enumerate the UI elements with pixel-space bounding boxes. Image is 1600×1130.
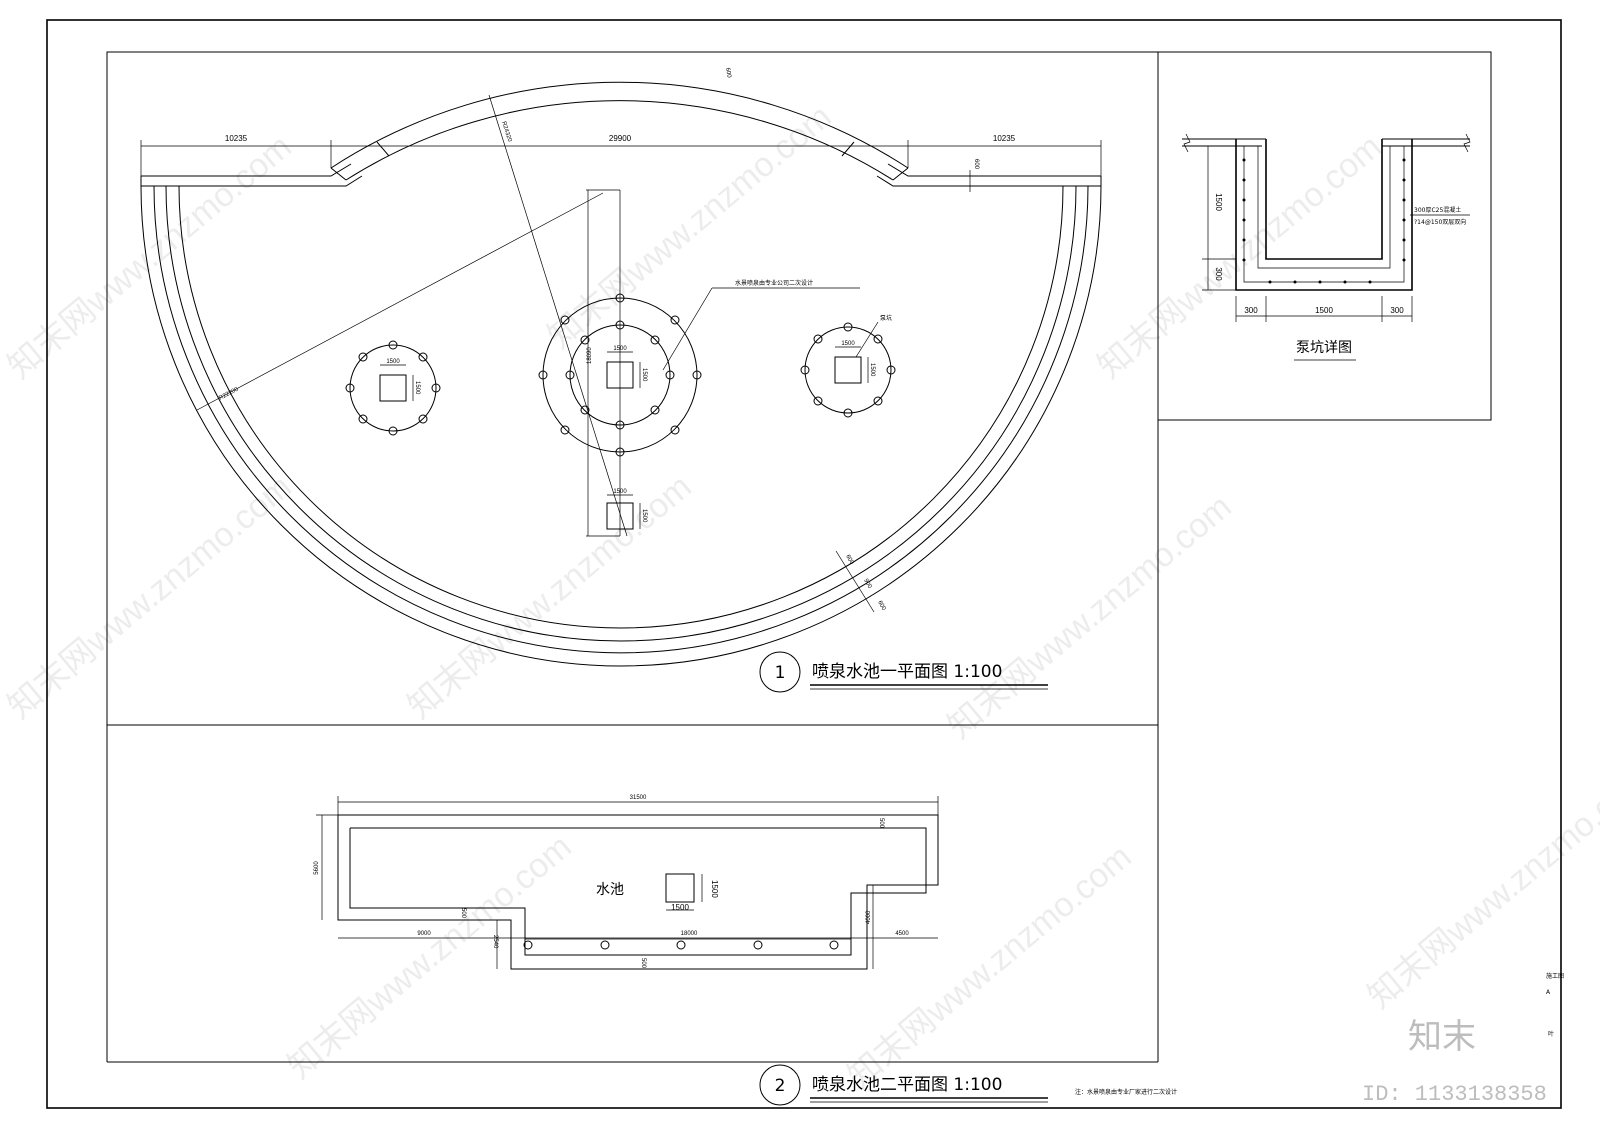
plan1-drawing: 10235 29900 10235 600 600 R24320 R22200 … <box>140 67 1102 693</box>
dim-total-width: 31500 <box>630 795 647 801</box>
detail-title: 泵坑详图 <box>1296 340 1352 356</box>
dim-right-seg: 4500 <box>895 931 909 937</box>
dim-radius-inner: R22200 <box>218 386 240 401</box>
design-note: 水景喷泉由专业公司二次设计 <box>735 279 813 287</box>
bottom-pit-dim-w: 1500 <box>613 489 627 495</box>
dim-right-drop: 4000 <box>866 910 872 924</box>
ring-2 <box>153 185 1089 654</box>
center-pit-dim-w: 1500 <box>613 346 627 352</box>
top-arc-inner <box>345 100 894 181</box>
plan2-title: 喷泉水池二平面图 1:100 <box>812 1075 1002 1095</box>
dim-right-width: 10235 <box>993 134 1016 143</box>
pool-label: 水池 <box>596 882 624 898</box>
ring-inner <box>178 185 1064 629</box>
bottom-pump-pit <box>606 502 634 530</box>
plan2-number-circle <box>759 1064 801 1106</box>
plan1-number: 1 <box>775 663 786 683</box>
dim-middle-width: 29900 <box>609 134 632 143</box>
dim-axis-length: 18090 <box>587 347 593 364</box>
detail-spec-line1: 300厚C25混凝土 <box>1414 206 1461 214</box>
left-pit-dim-h: 1500 <box>414 381 420 395</box>
plan1-title: 喷泉水池一平面图 1:100 <box>812 662 1002 682</box>
dim-wall-top: 500 <box>878 818 884 829</box>
pit-outer-wall <box>1235 139 1413 291</box>
dim-left-seg: 9000 <box>417 931 431 937</box>
dim-left-width: 10235 <box>225 134 248 143</box>
plan2-pump-pit <box>665 873 695 903</box>
detail-spec-line2: ?14@150双层双向 <box>1414 218 1466 226</box>
right-ring <box>804 326 892 414</box>
svg-text:知末网www.znzmo.com: 知末网www.znzmo.com <box>1361 758 1600 1017</box>
pump-pit-label: 泵坑 <box>880 314 892 322</box>
ring-dim-600b: 600 <box>876 600 887 612</box>
plan2-note: 注：水景喷泉由专业厂家进行二次设计 <box>1075 1088 1177 1096</box>
center-outer-ring <box>542 297 698 453</box>
plan2-number: 2 <box>775 1076 786 1096</box>
ring-3 <box>165 185 1077 642</box>
title-block-leaf: 叶 <box>1548 1030 1554 1038</box>
right-pit-dim-h: 1500 <box>869 363 875 377</box>
radius-line-inner <box>196 192 604 411</box>
plan2-pit-dim-w: 1500 <box>671 903 689 912</box>
pump-pit-detail: 1500 300 300 1500 300 300厚C25混凝土 ?14@150… <box>1182 133 1471 361</box>
detail-dim-wall-right: 300 <box>1390 306 1404 315</box>
plan2-pit-dim-h: 1500 <box>710 880 719 898</box>
pool-outline-inner <box>349 827 927 956</box>
title-block-sheet: A <box>1546 989 1551 996</box>
dim-depth: 5600 <box>314 861 320 875</box>
svg-text:知末网www.znzmo.com: 知末网www.znzmo.com <box>401 468 699 727</box>
ring-outer <box>140 185 1102 667</box>
sheet-border <box>46 19 1562 1109</box>
left-pit-dim-w: 1500 <box>386 359 400 365</box>
dim-step-offset: 600 <box>973 159 979 170</box>
pit-inner-wall <box>1265 139 1383 260</box>
pool-outline-outer <box>337 814 939 970</box>
watermark-layer: 知末网www.znzmo.com 知末网www.znzmo.com 知末网www… <box>1 98 1600 1097</box>
svg-text:知末网www.znzmo.com: 知末网www.znzmo.com <box>281 828 579 1087</box>
center-inner-ring <box>569 324 671 426</box>
watermark-id: ID: 1133138358 <box>1362 1082 1547 1107</box>
dim-radius-outer: R24320 <box>500 121 512 143</box>
left-nozzles <box>345 340 441 436</box>
right-nozzles <box>800 322 896 418</box>
center-pit-dim-h: 1500 <box>641 368 647 382</box>
right-pit-dim-w: 1500 <box>841 341 855 347</box>
svg-text:知末网www.znzmo.com: 知末网www.znzmo.com <box>841 838 1139 1097</box>
detail-dim-wall-left: 300 <box>1244 306 1258 315</box>
svg-text:知末网www.znzmo.com: 知末网www.znzmo.com <box>1 468 299 727</box>
plan2-nozzles <box>523 940 839 950</box>
plan1-number-circle <box>759 651 801 693</box>
right-pump-pit <box>834 356 862 384</box>
left-ring <box>349 344 437 432</box>
center-pump-pit <box>606 361 634 389</box>
dim-bottom-wall: 500 <box>640 958 646 969</box>
detail-dim-depth: 1500 <box>1214 193 1223 211</box>
svg-text:知末网www.znzmo.com: 知末网www.znzmo.com <box>541 98 839 357</box>
bottom-pit-dim-h: 1500 <box>641 509 647 523</box>
dim-left-drop: 2540 <box>492 935 498 949</box>
ring-dim-600a: 600 <box>844 554 855 566</box>
dim-step-wall: 500 <box>460 908 466 919</box>
detail-dim-inner-width: 1500 <box>1315 306 1333 315</box>
title-block-stage: 施工图 <box>1546 972 1564 980</box>
ring-dim-900: 900 <box>862 578 873 590</box>
dim-arc-thickness: 600 <box>724 67 732 79</box>
watermark-brand: 知末 <box>1408 1017 1476 1057</box>
svg-text:知末网www.znzmo.com: 知末网www.znzmo.com <box>941 488 1239 747</box>
detail-frame <box>1157 51 1492 421</box>
left-pump-pit <box>379 374 407 402</box>
radius-line-outer <box>488 94 628 537</box>
plan2-drawing: 31500 5600 500 500 9000 18000 4500 2540 … <box>314 795 1177 1106</box>
top-arc-outer <box>330 81 909 169</box>
detail-dim-floor: 300 <box>1214 267 1223 281</box>
dim-mid-seg: 18000 <box>681 931 698 937</box>
svg-text:知末网www.znzmo.com: 知末网www.znzmo.com <box>1 128 299 387</box>
center-outer-nozzles <box>538 293 702 457</box>
rebar-dots <box>1242 158 1406 284</box>
